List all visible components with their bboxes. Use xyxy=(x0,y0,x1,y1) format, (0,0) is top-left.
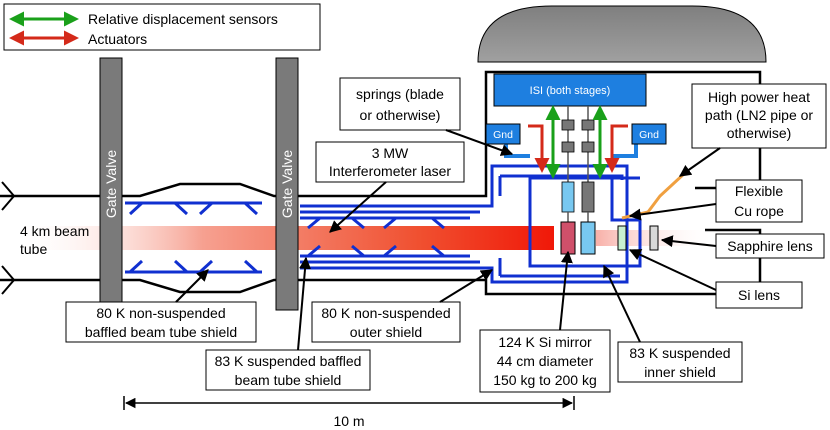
laser-label-1: 3 MW xyxy=(372,145,409,161)
baffled-beam-tube-shield xyxy=(125,201,262,274)
outer-shield-label-2: outer shield xyxy=(350,324,422,340)
suspension-chain xyxy=(561,106,595,222)
callout-si-lens: Si lens xyxy=(628,249,803,309)
suspended-baffled-label-1: 83 K suspended baffled xyxy=(215,353,362,369)
tube-break-bottom xyxy=(1,265,16,295)
beam-tube-label-2: tube xyxy=(20,241,47,257)
callout-cu-rope: Flexible Cu rope xyxy=(628,179,803,223)
gate-valve-2: Gate Valve xyxy=(275,57,299,311)
isi-label: ISI (both stages) xyxy=(530,85,611,97)
beam-tube-label-1: 4 km beam xyxy=(20,223,89,239)
sapphire-lens-element xyxy=(649,225,659,251)
gnd-left-label: Gnd xyxy=(493,129,513,141)
inner-shield-label-2: inner shield xyxy=(644,364,716,380)
si-mirror xyxy=(560,221,576,255)
mirror-label-3: 150 kg to 200 kg xyxy=(493,372,597,388)
ground-right: Gnd xyxy=(612,123,667,158)
mirror-label-1: 124 K Si mirror xyxy=(498,334,592,350)
outer-shield-label-1: 80 K non-suspended xyxy=(321,305,450,321)
ground-left: Gnd xyxy=(485,123,530,158)
inner-shield-label-1: 83 K suspended xyxy=(629,345,730,361)
gate-valve-1-label: Gate Valve xyxy=(103,150,119,218)
callout-springs: springs (blade or otherwise) xyxy=(339,77,514,156)
springs-label-2: or otherwise) xyxy=(360,107,441,123)
legend-actuators-label: Actuators xyxy=(88,31,147,47)
legend-sensors-label: Relative displacement sensors xyxy=(88,11,278,27)
callout-heat-path: High power heat path (LN2 pipe or otherw… xyxy=(679,83,827,177)
sapphire-label: Sapphire lens xyxy=(727,238,813,254)
chamber-dome xyxy=(477,5,767,63)
callout-outer-shield: 80 K non-suspended outer shield xyxy=(311,269,494,343)
suspended-baffled-shield xyxy=(300,216,470,258)
gate-valve-2-label: Gate Valve xyxy=(279,150,295,218)
baffled-shield-label-2: baffled beam tube shield xyxy=(85,324,237,340)
gnd-right-label: Gnd xyxy=(639,129,659,141)
actuator-arrow-left xyxy=(528,124,550,173)
callout-laser: 3 MW Interferometer laser xyxy=(315,141,465,233)
heat-label-2: path (LN2 pipe or xyxy=(705,107,814,123)
callout-baffled-shield: 80 K non-suspended baffled beam tube shi… xyxy=(65,269,257,343)
callout-mirror: 124 K Si mirror 44 cm diameter 150 kg to… xyxy=(479,250,611,393)
heat-label-3: otherwise) xyxy=(727,125,792,141)
gate-valve-1: Gate Valve xyxy=(99,57,123,311)
si-lens-element xyxy=(617,225,627,251)
callout-suspended-baffled: 83 K suspended baffled beam tube shield xyxy=(205,256,371,391)
callout-sapphire-lens: Sapphire lens xyxy=(660,233,825,259)
cu-rope-label-1: Flexible xyxy=(735,183,783,199)
actuator-arrow-right xyxy=(604,124,628,173)
laser-label-2: Interferometer laser xyxy=(329,163,451,179)
si-lens-label: Si lens xyxy=(738,287,780,303)
cu-rope-label-2: Cu rope xyxy=(734,203,784,219)
tube-break-top xyxy=(1,181,16,211)
callout-inner-shield: 83 K suspended inner shield xyxy=(603,264,743,383)
scale-bar: 10 m xyxy=(123,396,575,429)
baffled-shield-label-1: 80 K non-suspended xyxy=(96,305,225,321)
legend: Relative displacement sensors Actuators xyxy=(3,3,321,51)
mirror-label-2: 44 cm diameter xyxy=(497,353,594,369)
isi-block xyxy=(493,73,647,107)
heat-label-1: High power heat xyxy=(708,89,810,105)
scale-label: 10 m xyxy=(333,413,364,429)
suspended-baffled-label-2: beam tube shield xyxy=(235,372,342,388)
reaction-mass xyxy=(580,221,596,255)
springs-label-1: springs (blade xyxy=(356,86,444,102)
